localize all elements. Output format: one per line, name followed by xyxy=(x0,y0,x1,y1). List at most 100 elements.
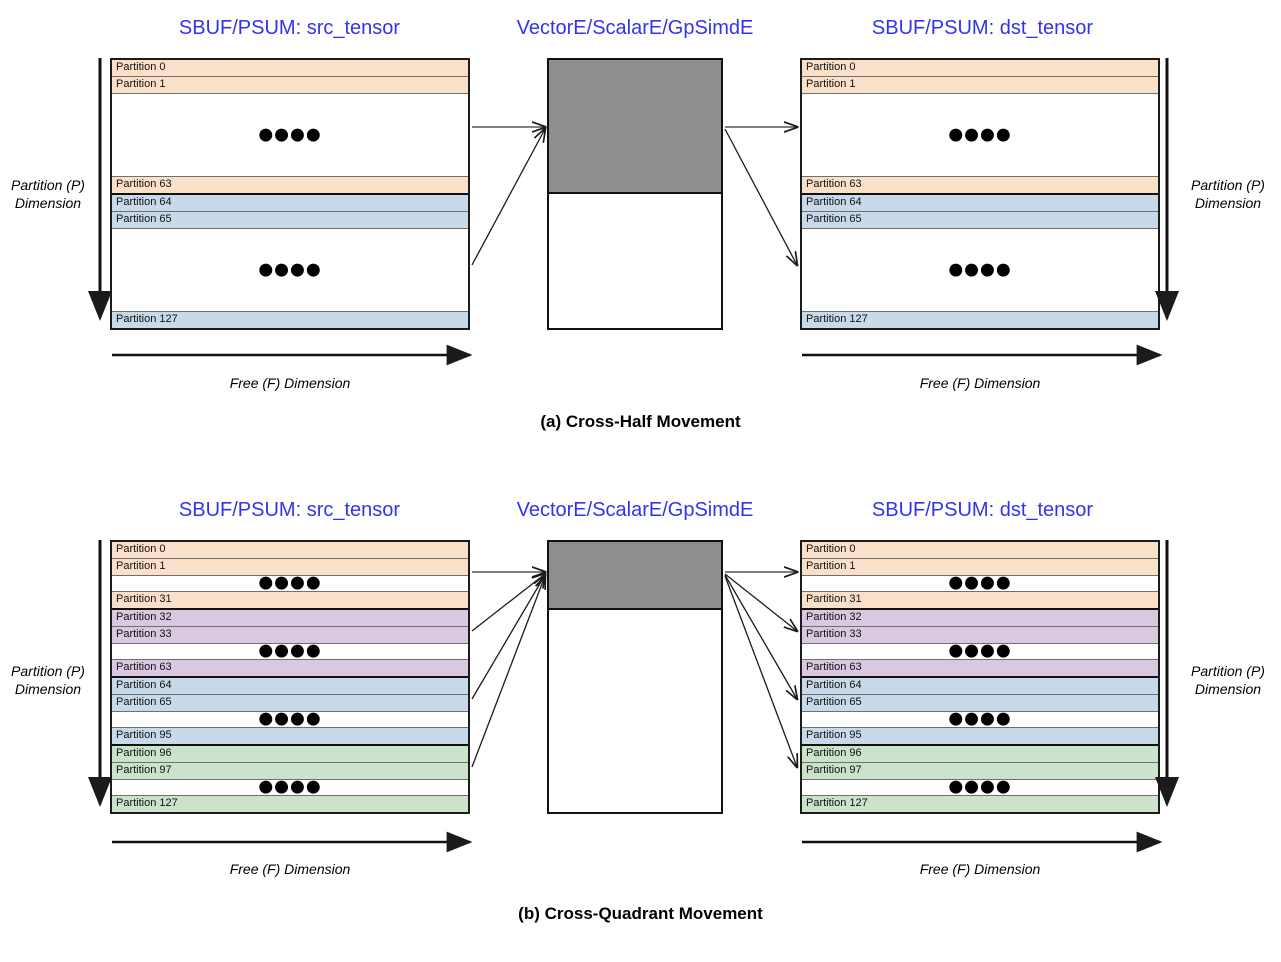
free-dimension-label-right: Free (F) Dimension xyxy=(919,375,1041,391)
partition-row-label: Partition 1 xyxy=(116,559,166,572)
ellipsis-dots: ●●●● xyxy=(948,711,1012,729)
partition-ellipsis-row: ●●●● xyxy=(112,711,468,729)
partition-row-label: Partition 96 xyxy=(806,747,862,759)
panel-b-caption: (b) Cross-Quadrant Movement xyxy=(518,904,763,923)
partition-row-label: Partition 65 xyxy=(806,212,862,225)
partition-ellipsis-row: ●●●● xyxy=(802,575,1158,593)
partition-ellipsis-row: ●●●● xyxy=(112,93,468,178)
partition-row: Partition 64 xyxy=(802,194,1158,212)
partition-row: Partition 1 xyxy=(112,76,468,94)
engine-title: VectorE/ScalarE/GpSimdE xyxy=(516,17,754,39)
partition-dimension-label-right: Partition (P) Dimension xyxy=(1175,662,1281,698)
partition-dimension-label-right: Partition (P) Dimension xyxy=(1175,176,1281,212)
engine-active-quadrant xyxy=(549,542,721,610)
partition-row-label: Partition 1 xyxy=(806,77,856,90)
partition-dimension-label-left: Partition (P) Dimension xyxy=(0,662,96,698)
src-tensor-title: SBUF/PSUM: src_tensor xyxy=(178,499,401,521)
partition-row-label: Partition 63 xyxy=(116,661,172,674)
ellipsis-dots: ●●●● xyxy=(258,575,322,593)
partition-row-label: Partition 1 xyxy=(806,559,856,572)
ellipsis-dots: ●●●● xyxy=(948,124,1012,145)
ellipsis-dots: ●●●● xyxy=(258,259,322,280)
partition-row-label: Partition 1 xyxy=(116,77,166,90)
partition-row: Partition 65 xyxy=(802,211,1158,229)
free-dimension-label-left: Free (F) Dimension xyxy=(229,861,351,877)
partition-row: Partition 96 xyxy=(802,746,1158,763)
engine-title: VectorE/ScalarE/GpSimdE xyxy=(516,499,754,521)
ellipsis-dots: ●●●● xyxy=(258,711,322,729)
partition-label-line1: Partition (P) xyxy=(1191,663,1265,679)
partition-row-label: Partition 63 xyxy=(806,178,862,191)
src-tensor-box[interactable]: Partition 0 Partition 1 ●●●● Partition 63 Pa… xyxy=(110,58,470,330)
partition-row-label: Partition 0 xyxy=(806,543,856,555)
dst-tensor-title: SBUF/PSUM: dst_tensor xyxy=(871,17,1094,39)
partition-row: Partition 1 xyxy=(112,558,468,576)
partition-label-line2: Dimension xyxy=(14,681,82,697)
partition-row: Partition 33 xyxy=(112,626,468,644)
ellipsis-dots: ●●●● xyxy=(258,124,322,145)
partition-row: Partition 127 xyxy=(802,312,1158,328)
partition-ellipsis-row: ●●●● xyxy=(802,779,1158,797)
src-tensor-box[interactable]: Partition 0 Partition 1 ●●●● Partition 31 Pa… xyxy=(110,540,470,814)
ellipsis-dots: ●●●● xyxy=(258,643,322,661)
ellipsis-dots: ●●●● xyxy=(948,779,1012,797)
engine-box[interactable] xyxy=(547,58,723,330)
free-dimension-label-right: Free (F) Dimension xyxy=(919,861,1041,877)
partition-ellipsis-row: ●●●● xyxy=(112,575,468,593)
partition-row-label: Partition 0 xyxy=(116,61,166,73)
engine-active-half xyxy=(549,60,721,194)
partition-row-label: Partition 31 xyxy=(116,593,172,606)
partition-row-label: Partition 95 xyxy=(806,729,862,742)
ellipsis-dots: ●●●● xyxy=(948,643,1012,661)
free-dimension-label-left: Free (F) Dimension xyxy=(229,375,351,391)
partition-row-label: Partition 97 xyxy=(116,763,172,776)
partition-row-label: Partition 64 xyxy=(806,195,862,208)
partition-row: Partition 31 xyxy=(802,592,1158,610)
partition-label-line2: Dimension xyxy=(14,195,82,211)
partition-row: Partition 63 xyxy=(112,660,468,678)
partition-row-label: Partition 64 xyxy=(116,679,172,691)
partition-row: Partition 1 xyxy=(802,558,1158,576)
partition-label-line1: Partition (P) xyxy=(1191,177,1265,193)
partition-row-label: Partition 127 xyxy=(806,797,868,810)
partition-row-label: Partition 127 xyxy=(116,313,178,326)
partition-row: Partition 97 xyxy=(802,762,1158,780)
partition-row: Partition 96 xyxy=(112,746,468,763)
engine-box[interactable] xyxy=(547,540,723,814)
partition-row: Partition 0 xyxy=(112,542,468,559)
partition-row-label: Partition 64 xyxy=(116,195,172,208)
partition-row-label: Partition 32 xyxy=(116,611,172,623)
partition-row: Partition 95 xyxy=(112,728,468,746)
panel-cross-half: SBUF/PSUM: src_tensor VectorE/ScalarE/Gp… xyxy=(0,0,1281,470)
panel-a-caption: (a) Cross-Half Movement xyxy=(540,412,741,431)
partition-label-line1: Partition (P) xyxy=(11,177,85,193)
partition-row: Partition 97 xyxy=(112,762,468,780)
dst-tensor-title: SBUF/PSUM: dst_tensor xyxy=(871,499,1094,521)
partition-row: Partition 0 xyxy=(112,60,468,77)
partition-row-label: Partition 96 xyxy=(116,747,172,759)
ellipsis-dots: ●●●● xyxy=(258,779,322,797)
partition-row: Partition 127 xyxy=(802,796,1158,812)
partition-row: Partition 1 xyxy=(802,76,1158,94)
partition-row: Partition 63 xyxy=(802,177,1158,195)
partition-row: Partition 65 xyxy=(112,694,468,712)
src-tensor-title: SBUF/PSUM: src_tensor xyxy=(178,17,401,39)
partition-row: Partition 0 xyxy=(802,542,1158,559)
partition-row: Partition 0 xyxy=(802,60,1158,77)
partition-ellipsis-row: ●●●● xyxy=(802,93,1158,178)
partition-row-label: Partition 127 xyxy=(806,313,868,326)
partition-row-label: Partition 65 xyxy=(116,695,172,708)
partition-label-line2: Dimension xyxy=(1194,681,1262,697)
partition-label-line2: Dimension xyxy=(1194,195,1262,211)
partition-ellipsis-row: ●●●● xyxy=(802,643,1158,661)
partition-row-label: Partition 65 xyxy=(806,695,862,708)
partition-ellipsis-row: ●●●● xyxy=(112,643,468,661)
partition-row-label: Partition 63 xyxy=(116,178,172,191)
partition-row-label: Partition 95 xyxy=(116,729,172,742)
partition-row-label: Partition 0 xyxy=(116,543,166,555)
partition-row: Partition 33 xyxy=(802,626,1158,644)
partition-row: Partition 127 xyxy=(112,312,468,328)
partition-row: Partition 31 xyxy=(112,592,468,610)
